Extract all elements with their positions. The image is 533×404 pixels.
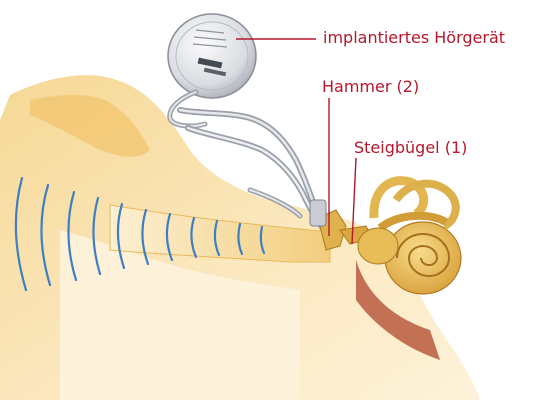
label-hammer: Hammer (2) xyxy=(322,77,419,97)
label-stapes: Steigbügel (1) xyxy=(354,138,467,158)
implant-disc-icon xyxy=(168,14,256,98)
label-implanted-hearing-device: implantiertes Hörgerät xyxy=(323,28,505,48)
